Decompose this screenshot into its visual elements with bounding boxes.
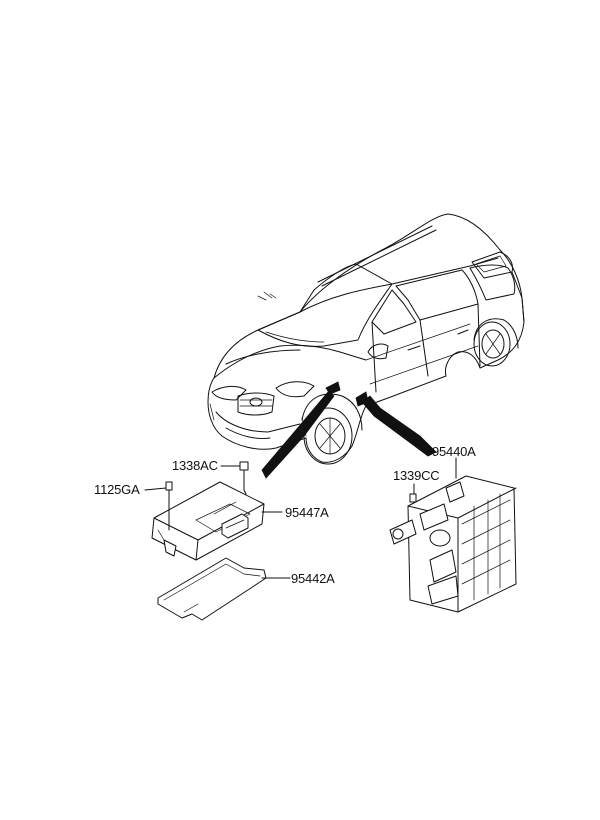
label-95447a: 95447A xyxy=(285,505,329,520)
unit-95440a-drawing xyxy=(389,459,517,613)
unit-95447a-drawing xyxy=(151,461,265,561)
label-1338ac: 1338AC xyxy=(172,458,218,473)
bracket-95442a-drawing xyxy=(157,557,267,621)
label-1339cc: 1339CC xyxy=(393,468,440,483)
vehicle-illustration xyxy=(207,213,525,465)
location-pointers xyxy=(261,391,437,479)
label-95440a: 95440A xyxy=(432,444,476,459)
leader-lines xyxy=(144,457,457,579)
label-95442a: 95442A xyxy=(291,571,335,586)
label-1125ga: 1125GA xyxy=(94,482,140,497)
